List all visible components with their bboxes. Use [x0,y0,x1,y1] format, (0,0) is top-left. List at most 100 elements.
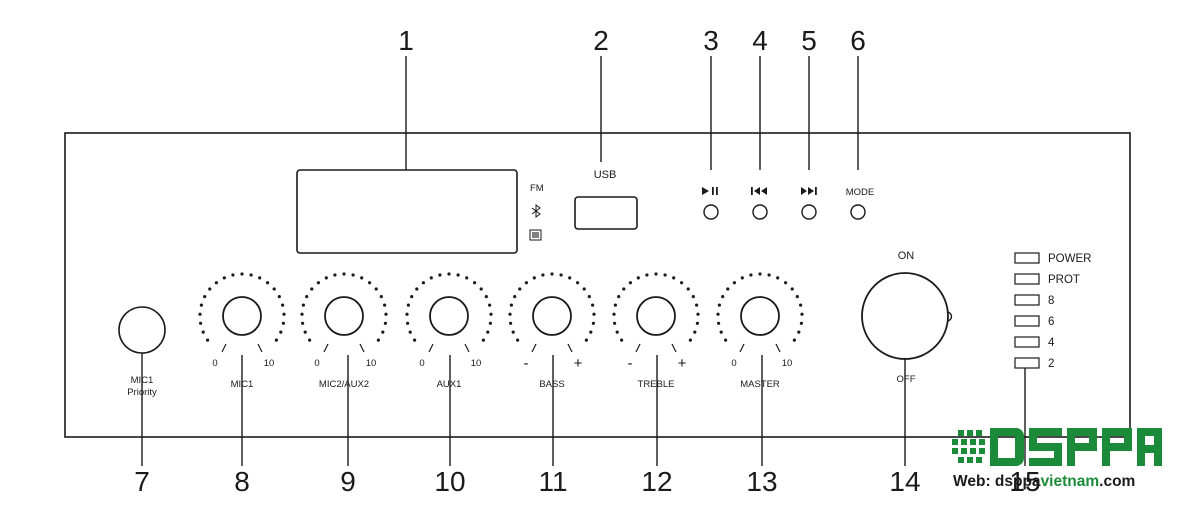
usb-port[interactable] [574,196,638,230]
logo-web-highlight: vietnam [1040,473,1100,490]
scale-dot [240,272,244,276]
display-window [296,169,518,254]
logo-web-suffix: .com [1099,473,1136,490]
knob-aux1[interactable]: 0 10 AUX1 [405,272,493,390]
scale-dot [406,303,410,307]
previous-button[interactable] [752,204,768,220]
knob-scale-dots [198,272,286,342]
callout-11: 11 [538,466,567,497]
scale-dot [305,295,309,299]
led-prot-label: PROT [1048,274,1080,286]
scale-dot [591,321,596,325]
scale-dot [672,276,676,280]
knob-treble-cap[interactable] [636,296,676,336]
scale-dot [484,295,488,299]
callout-8: 8 [234,466,250,497]
led-prot [1014,273,1040,285]
scale-dot [613,303,618,307]
led-power [1014,252,1040,264]
knob-master-min: 0 [731,358,736,369]
scale-dot [413,338,417,342]
scale-dot [584,338,589,342]
next-button[interactable] [801,204,817,220]
scale-dot [206,338,210,342]
next-icon [801,187,817,195]
knob-mic2-aux2[interactable]: 0 10 MIC2/AUX2 [300,272,388,390]
power-switch[interactable] [861,272,949,360]
scale-dot [214,281,218,285]
mode-button[interactable] [850,204,866,220]
scale-dot [721,295,725,299]
leader-lines-top [405,56,859,170]
power-off-label: OFF [897,374,916,385]
knob-treble[interactable]: - + TREBLE [612,272,700,390]
scale-dot [310,287,314,291]
scale-dot [374,287,378,291]
scale-dot [620,338,624,342]
led-level-6 [1014,315,1040,327]
scale-dot [550,272,554,276]
scale-dot [199,303,203,307]
scale-dot [695,303,699,307]
scale-dot [360,276,364,280]
scale-dot [559,273,563,277]
scale-dot [797,330,801,334]
knob-bass[interactable]: - + BASS [508,272,596,390]
dsppa-logo [952,428,1162,466]
scale-dot [758,272,762,276]
scale-dot [274,338,278,342]
knob-aux1-cap[interactable] [429,296,469,336]
knob-master[interactable]: 0 10 MASTER [716,272,804,390]
callout-12: 12 [641,466,672,497]
scale-dot [342,272,346,276]
display-indicator-fm: FM [530,183,544,194]
mic1-priority-jack[interactable] [118,306,166,354]
scale-dot [636,276,640,280]
scale-dot [508,312,512,316]
scale-dot [719,330,723,334]
scale-dot [421,281,425,285]
scale-dot [415,287,419,291]
scale-dot [408,330,412,334]
scale-dot [438,273,442,277]
knob-mic2-aux2-label: MIC2/AUX2 [319,379,369,390]
scale-dot [282,312,286,316]
scale-dot [198,312,202,316]
scale-dot [489,312,493,316]
knob-mic2-aux2-cap[interactable] [324,296,364,336]
callout-2: 2 [593,25,609,56]
scale-dot [231,273,235,277]
scale-dot [726,287,730,291]
scale-dot [790,287,794,291]
scale-dot [208,287,212,291]
scale-dot [481,338,485,342]
knob-treble-max: + [678,355,687,372]
scale-dot [800,312,804,316]
scale-dot [513,295,517,299]
scale-dot [589,330,593,334]
scale-dot [693,330,697,334]
knob-mic1[interactable]: 0 10 MIC1 [198,272,286,390]
scale-dot [429,276,433,280]
scale-dot [680,281,684,285]
scale-dot [799,303,803,307]
scale-dot [622,287,626,291]
knob-scale-dots [300,272,388,342]
knob-mic1-cap[interactable] [222,296,262,336]
scale-dot [258,276,262,280]
knob-master-cap[interactable] [740,296,780,336]
scale-dot [518,287,522,291]
scale-dot [316,281,320,285]
leader-lines-bottom [141,353,1026,466]
scale-dot [516,338,520,342]
scale-dot [740,276,744,280]
scale-dot [281,303,285,307]
knob-bass-cap[interactable] [532,296,572,336]
sd-card-icon [529,229,542,241]
scale-dot [249,273,253,277]
scale-dot [203,295,207,299]
knob-scale-dots [716,272,804,342]
knob-aux1-min: 0 [419,358,424,369]
scale-dot [717,303,722,307]
play-pause-button[interactable] [703,204,719,220]
